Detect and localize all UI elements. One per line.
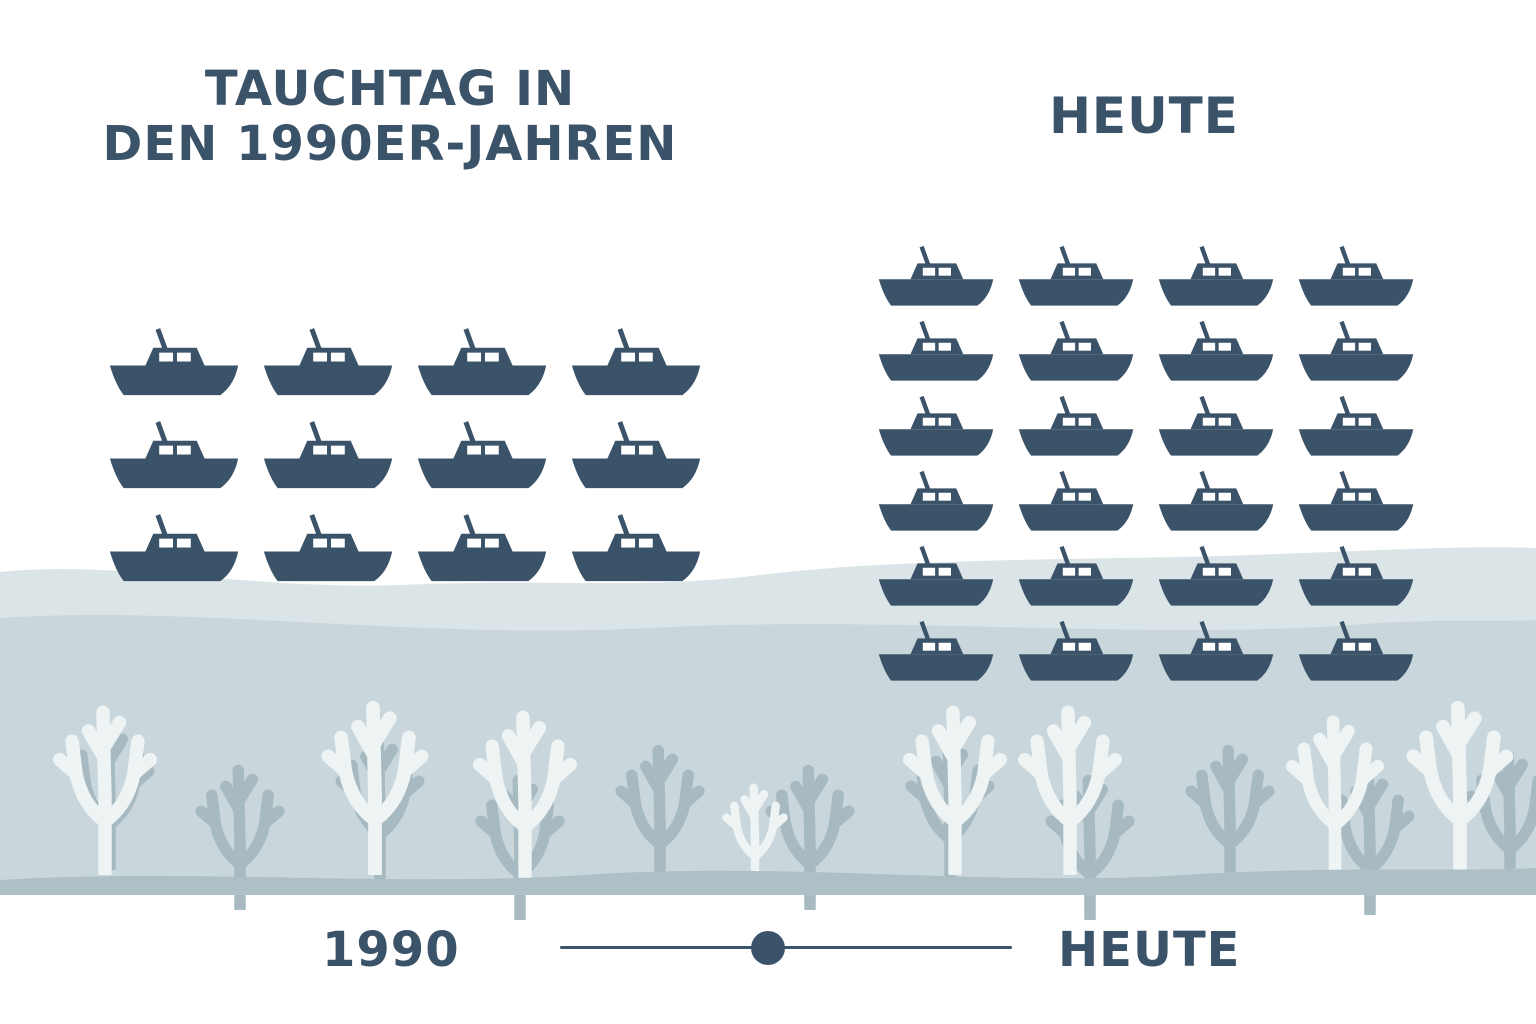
boat-icon <box>263 421 393 489</box>
boat-icon <box>1298 470 1414 531</box>
boat-icon <box>878 245 994 306</box>
boat-icon <box>109 421 239 489</box>
boat-icon <box>878 320 994 381</box>
timeline-track[interactable] <box>560 946 1012 949</box>
boat-icon <box>1158 320 1274 381</box>
timeline-knob[interactable] <box>750 931 785 965</box>
boats-1990s <box>109 328 701 582</box>
timeline-start-label: 1990 <box>322 922 460 978</box>
boat-icon <box>417 328 547 396</box>
seabed <box>0 868 1536 895</box>
boat-icon <box>417 421 547 489</box>
boat-icon <box>1298 320 1414 381</box>
boat-icon <box>417 514 547 582</box>
boat-icon <box>1018 395 1134 456</box>
boat-icon <box>263 514 393 582</box>
timeline-end-label: HEUTE <box>1058 922 1241 978</box>
boat-icon <box>109 328 239 396</box>
boat-icon <box>1298 245 1414 306</box>
boat-icon <box>1298 395 1414 456</box>
boat-icon <box>1018 245 1134 306</box>
boat-icon <box>1018 470 1134 531</box>
boat-icon <box>571 421 701 489</box>
boat-icon <box>878 395 994 456</box>
boat-icon <box>878 470 994 531</box>
boat-icon <box>571 514 701 582</box>
title-1990s-line-2: DEN 1990ER-JAHREN <box>102 116 678 173</box>
boat-icon <box>1018 320 1134 381</box>
boat-icon <box>109 514 239 582</box>
boat-icon <box>1158 245 1274 306</box>
boat-icon <box>1158 470 1274 531</box>
boat-icon <box>1158 395 1274 456</box>
title-1990s-line-1: TAUCHTAG IN <box>204 61 576 117</box>
title-today: HEUTE <box>1049 87 1239 145</box>
boat-icon <box>263 328 393 396</box>
title-1990s: TAUCHTAG IN DEN 1990ER-JAHREN <box>90 61 690 173</box>
boat-icon <box>571 328 701 396</box>
